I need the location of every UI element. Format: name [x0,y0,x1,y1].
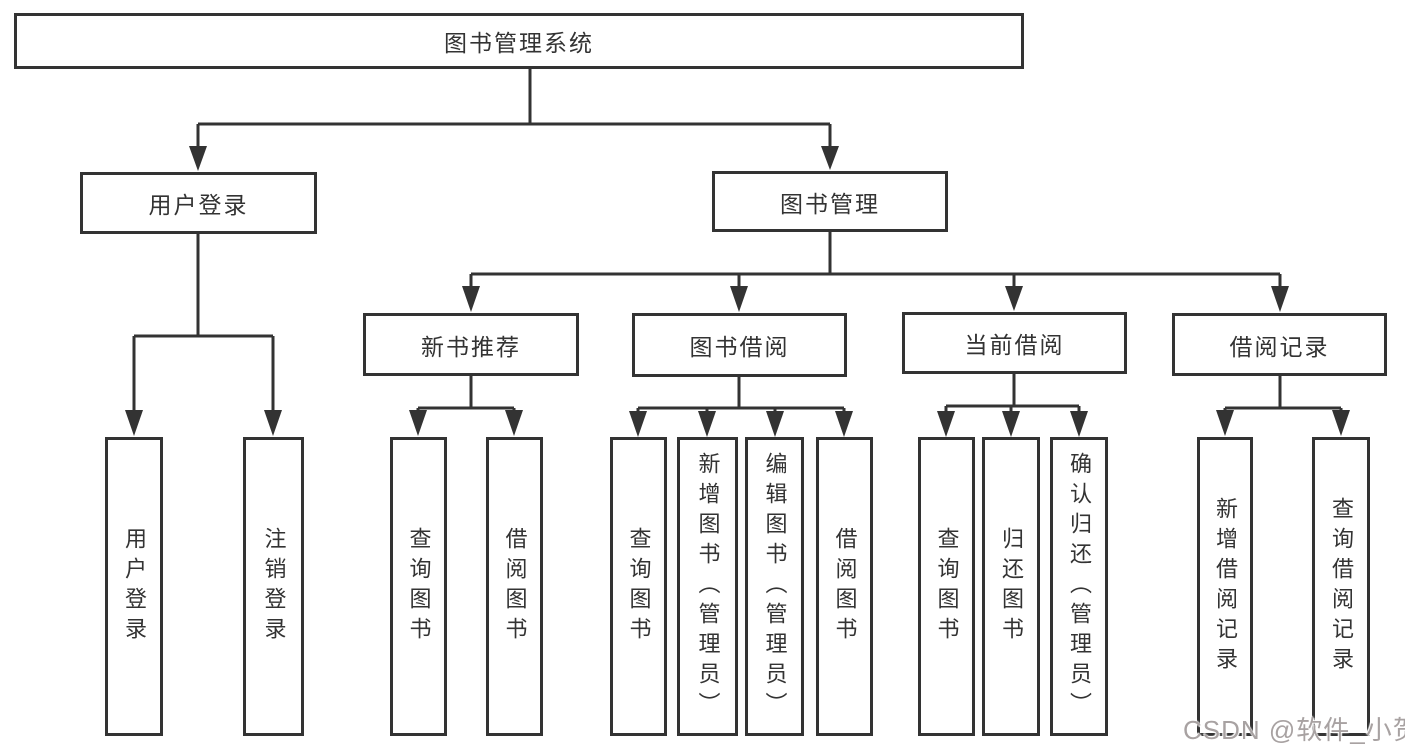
leaf-bb-edit-book-admin: 编辑图书（管理员） [745,437,804,736]
leaf-bb-add-book-admin: 新增图书（管理员） [677,437,738,736]
connector-borrow-record-to-children [1216,376,1350,436]
leaf-cb-query-book: 查询图书 [918,437,975,736]
leaf-bb-query-book: 查询图书 [610,437,667,736]
leaf-cb-confirm-return-admin: 确认归还（管理员） [1050,437,1108,736]
node-new-book-rec: 新书推荐 [363,313,579,376]
node-book-borrow: 图书借阅 [632,313,847,377]
leaf-cb-return-book: 归还图书 [982,437,1040,736]
node-current-borrow: 当前借阅 [902,312,1127,374]
node-user-login: 用户登录 [80,172,317,234]
connector-new-book-rec-to-children [409,376,523,436]
leaf-nbr-borrow-book: 借阅图书 [486,437,543,736]
leaf-br-query-record: 查询借阅记录 [1312,437,1370,736]
leaf-nbr-query-book: 查询图书 [390,437,447,736]
connector-user-login-to-children [125,234,282,436]
connector-book-mgmt-to-level3 [462,232,1289,312]
connector-current-borrow-to-children [937,374,1088,437]
csdn-watermark: CSDN @软件_小贺同学 [1183,715,1405,745]
connector-book-borrow-to-children [629,377,853,437]
node-library-system: 图书管理系统 [14,13,1024,69]
node-borrow-record: 借阅记录 [1172,313,1387,376]
leaf-bb-borrow-book: 借阅图书 [816,437,873,736]
connector-root-to-level2 [189,68,839,171]
leaf-logout: 注销登录 [243,437,304,736]
node-book-mgmt: 图书管理 [712,171,948,232]
leaf-user-login: 用户登录 [105,437,163,736]
leaf-br-add-record: 新增借阅记录 [1197,437,1253,736]
